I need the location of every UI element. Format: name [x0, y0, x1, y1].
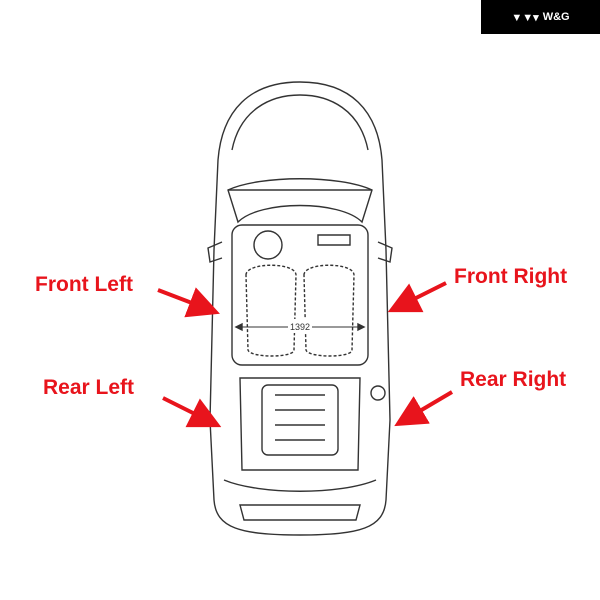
left-seat	[245, 264, 297, 357]
left-mirror	[207, 241, 223, 263]
car-body-outline	[209, 81, 391, 536]
logo-mark-icon: ▼▼▾	[511, 11, 539, 24]
right-mirror	[377, 241, 393, 263]
engine-bay	[239, 377, 361, 471]
front-right-label: Front Right	[454, 265, 568, 288]
dimension-text: 1392	[290, 322, 310, 332]
brand-logo: ▼▼▾ W&G	[481, 0, 600, 34]
windshield	[227, 178, 373, 224]
rear-right-arrow	[394, 390, 454, 427]
rear-right-label: Rear Right	[460, 368, 567, 391]
right-seat	[303, 264, 355, 357]
front-left-label: Front Left	[35, 273, 133, 296]
rear-left-label: Rear Left	[43, 376, 135, 399]
front-left-arrow	[157, 287, 220, 318]
rear-left-arrow	[162, 396, 222, 428]
front-right-arrow	[387, 281, 447, 313]
logo-text: W&G	[542, 11, 570, 23]
